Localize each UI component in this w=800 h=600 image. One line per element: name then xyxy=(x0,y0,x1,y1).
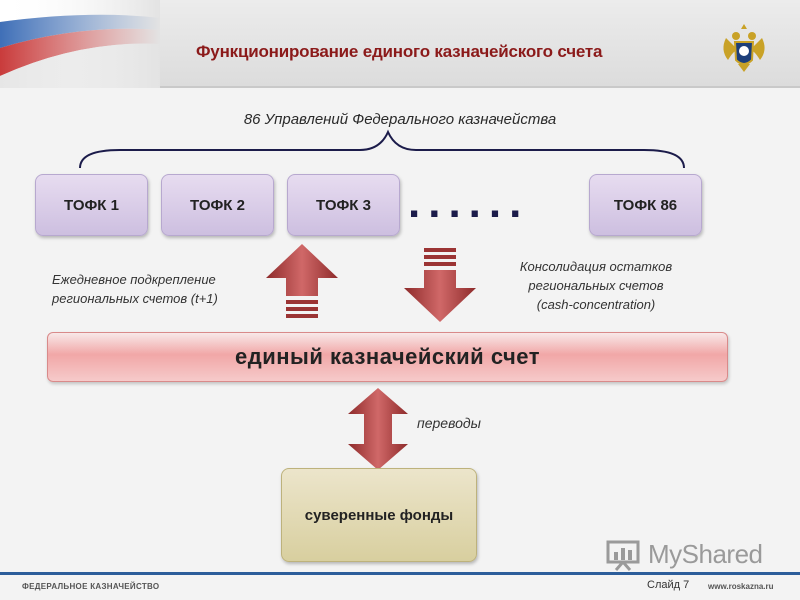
tofk-box-1: ТОФК 1 xyxy=(35,174,148,236)
slide-header: Функционирование единого казначейского с… xyxy=(0,0,800,88)
consolidation-note-line-2: региональных счетов xyxy=(528,278,664,293)
slide-number: Слайд 7 xyxy=(647,579,690,591)
daily-funding-note-line-2: региональных счетов (t+1) xyxy=(52,291,218,306)
transfers-label: переводы xyxy=(417,415,481,431)
watermark-text: MyShared xyxy=(648,539,763,569)
daily-funding-note: Ежедневное подкрепление региональных сче… xyxy=(52,270,218,308)
tofk-box-3: ТОФК 3 xyxy=(287,174,400,236)
myshared-watermark: MyShared xyxy=(606,536,766,572)
page-title: Функционирование единого казначейского с… xyxy=(196,42,603,61)
footer-divider xyxy=(0,572,800,575)
slide-footer: ФЕДЕРАЛЬНОЕ КАЗНАЧЕЙСТВО Слайд 7 www.ros… xyxy=(0,575,800,600)
russian-flag-image xyxy=(0,0,160,88)
tofk-box-86: ТОФК 86 xyxy=(589,174,702,236)
tofk-box-2: ТОФК 2 xyxy=(161,174,274,236)
sovereign-funds-box: суверенные фонды xyxy=(281,468,477,562)
consolidation-note: Консолидация остатков региональных счето… xyxy=(486,257,706,314)
brace-bracket xyxy=(79,129,685,169)
consolidation-note-line-3: (cash-concentration) xyxy=(536,297,656,312)
down-arrow-icon xyxy=(404,248,476,322)
ellipsis-dots: ...... xyxy=(408,178,530,227)
double-arrow-icon xyxy=(348,388,408,470)
up-arrow-icon xyxy=(266,244,338,318)
consolidation-note-line-1: Консолидация остатков xyxy=(519,259,673,274)
footer-website: www.roskazna.ru xyxy=(708,582,774,591)
single-treasury-account-bar: единый казначейский счет xyxy=(47,332,728,382)
presentation-icon xyxy=(606,540,640,571)
management-heading: 86 Управлений Федерального казначейства xyxy=(243,111,557,128)
daily-funding-note-line-1: Ежедневное подкрепление xyxy=(52,272,216,287)
treasury-emblem-icon xyxy=(716,20,772,76)
footer-org-name: ФЕДЕРАЛЬНОЕ КАЗНАЧЕЙСТВО xyxy=(22,582,160,591)
